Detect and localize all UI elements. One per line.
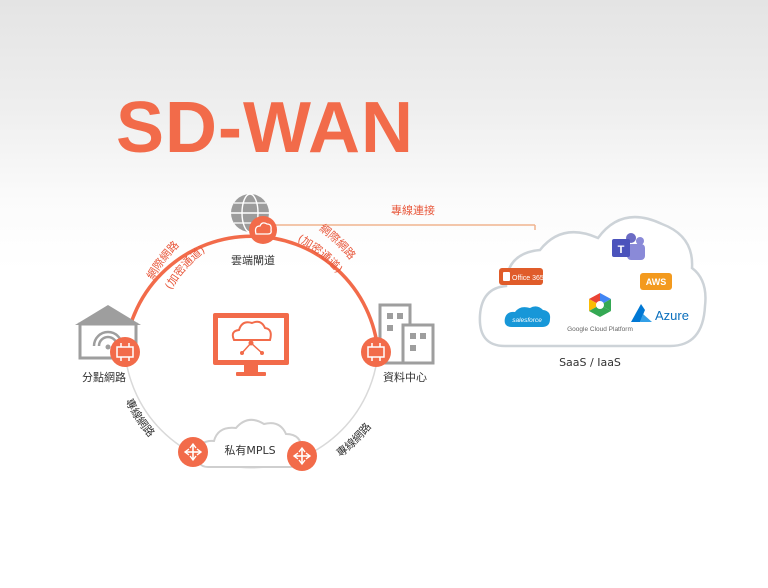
dedicated-link-label: 專線連接 <box>391 203 435 217</box>
cloud-gateway-icon <box>231 193 277 244</box>
saas-iaas-label: SaaS / IaaS <box>559 356 621 369</box>
branch-label: 分點網路 <box>82 370 126 384</box>
salesforce-icon: salesforce <box>504 306 551 327</box>
office365-icon: Office 365 <box>499 268 544 285</box>
google-cloud-icon: Google Cloud Platform <box>567 293 633 333</box>
mpls-label: 私有MPLS <box>224 443 275 457</box>
aws-icon: AWS <box>640 273 672 290</box>
datacenter-router-icon <box>361 337 391 367</box>
office365-label: Office 365 <box>512 275 544 282</box>
google-cloud-label: Google Cloud Platform <box>567 326 633 333</box>
cloud-gateway-label: 雲端閘道 <box>231 253 275 267</box>
page-title: SD-WAN <box>116 88 414 168</box>
salesforce-label: salesforce <box>512 317 542 324</box>
azure-icon: Azure <box>631 304 689 323</box>
teams-icon: T <box>612 233 645 260</box>
azure-label: Azure <box>655 308 689 323</box>
branch-router-icon <box>110 337 140 367</box>
mpls-router-left-icon <box>178 437 208 467</box>
mpls-router-right-icon <box>287 441 317 471</box>
aws-label: AWS <box>646 277 667 287</box>
leased-left-label: 專線網路 <box>123 397 158 440</box>
monitor-icon <box>213 313 289 376</box>
svg-text:T: T <box>618 244 625 256</box>
datacenter-label: 資料中心 <box>383 370 427 384</box>
leased-right-label: 專線網路 <box>334 420 374 459</box>
